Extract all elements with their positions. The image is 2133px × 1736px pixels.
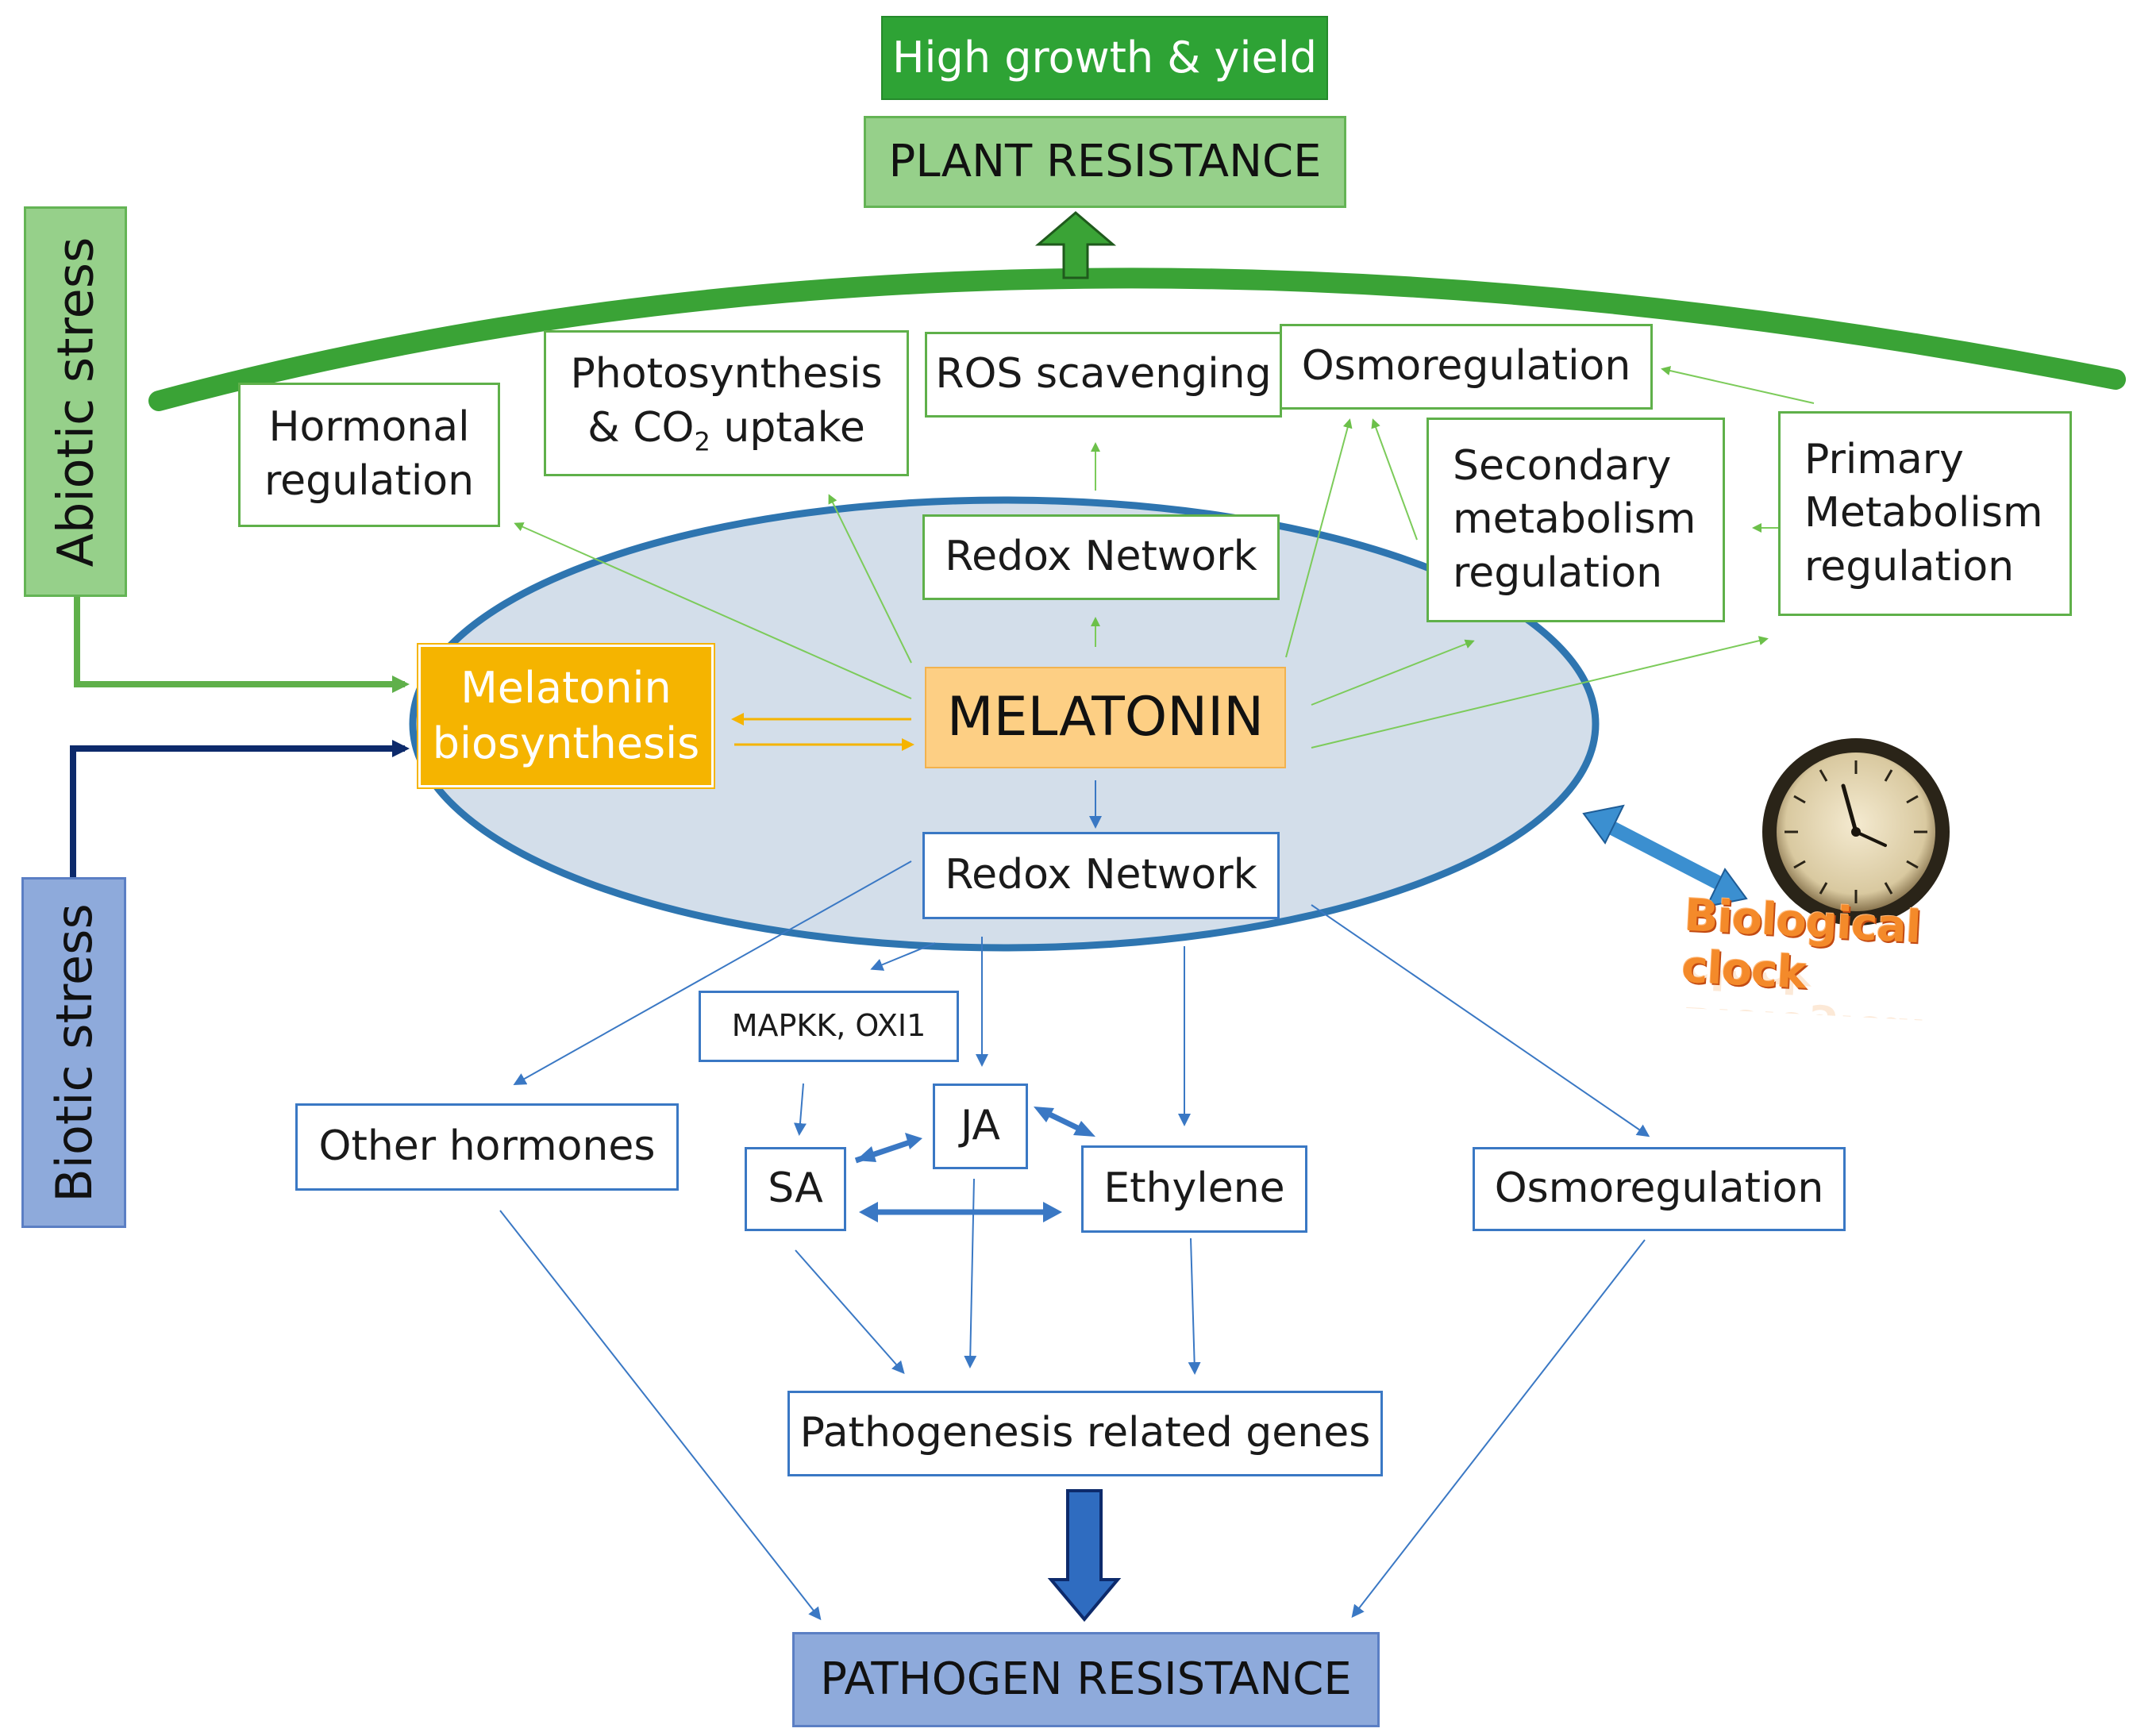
high-growth-yield-label: High growth & yield xyxy=(891,32,1318,83)
high-growth-yield-box: High growth & yield xyxy=(881,16,1328,100)
melatonin-biosynthesis-line2: biosynthesis xyxy=(432,718,700,768)
ja-label: JA xyxy=(961,1102,1000,1150)
secondary-metabolism-line3: regulation xyxy=(1453,549,1663,597)
primary-metabolism-line3: regulation xyxy=(1804,542,2015,591)
abiotic-stress-box: Abiotic stress xyxy=(24,206,127,597)
sa-box: SA xyxy=(745,1147,846,1231)
secondary-metabolism-box: Secondary metabolism regulation xyxy=(1426,418,1725,622)
secondary-metabolism-line2: metabolism xyxy=(1453,495,1696,544)
ethylene-box: Ethylene xyxy=(1081,1145,1307,1233)
osmoregulation-top-label: Osmoregulation xyxy=(1301,342,1631,391)
ros-scavenging-label: ROS scavenging xyxy=(935,350,1272,398)
redox-network-bottom-box: Redox Network xyxy=(922,832,1280,919)
abiotic-stress-label: Abiotic stress xyxy=(46,237,105,567)
melatonin-box: MELATONIN xyxy=(925,667,1286,768)
redox-network-top-label: Redox Network xyxy=(945,533,1257,581)
plant-resistance-box: PLANT RESISTANCE xyxy=(864,116,1346,208)
photosynthesis-box: Photosynthesis & CO2 uptake xyxy=(544,330,909,476)
plant-resistance-label: PLANT RESISTANCE xyxy=(888,135,1322,187)
osmoregulation-bottom-label: Osmoregulation xyxy=(1494,1164,1824,1213)
other-hormones-label: Other hormones xyxy=(318,1122,656,1171)
down-arrow xyxy=(1047,1489,1122,1622)
pathogenesis-genes-box: Pathogenesis related genes xyxy=(787,1391,1383,1476)
ethylene-label: Ethylene xyxy=(1103,1164,1285,1213)
up-arrow xyxy=(1034,211,1117,279)
biotic-stress-label: Biotic stress xyxy=(44,903,103,1203)
mapkk-oxi1-box: MAPKK, OXI1 xyxy=(699,991,959,1062)
ros-scavenging-box: ROS scavenging xyxy=(925,332,1282,418)
primary-metabolism-line1: Primary xyxy=(1804,435,1964,483)
pathogen-resistance-label: PATHOGEN RESISTANCE xyxy=(820,1653,1352,1705)
photosynthesis-line2: & CO2 uptake xyxy=(587,403,865,457)
redox-network-bottom-label: Redox Network xyxy=(945,851,1257,899)
clock-double-arrow xyxy=(1582,804,1748,908)
mapkk-oxi1-label: MAPKK, OXI1 xyxy=(731,1008,926,1044)
primary-metabolism-line2: Metabolism xyxy=(1804,489,2043,537)
hormonal-regulation-line2: regulation xyxy=(264,457,475,505)
photosynthesis-line1: Photosynthesis xyxy=(570,350,883,398)
hormonal-regulation-line1: Hormonal xyxy=(268,403,470,452)
primary-metabolism-box: Primary Metabolism regulation xyxy=(1778,411,2072,616)
redox-network-top-box: Redox Network xyxy=(922,514,1280,600)
pathogen-resistance-box: PATHOGEN RESISTANCE xyxy=(792,1632,1380,1727)
osmoregulation-top-box: Osmoregulation xyxy=(1280,324,1653,410)
melatonin-biosynthesis-line1: Melatonin xyxy=(460,662,672,713)
ja-box: JA xyxy=(933,1084,1028,1169)
hormonal-regulation-box: Hormonal regulation xyxy=(238,383,500,527)
clock-icon xyxy=(1762,738,1950,926)
secondary-metabolism-line1: Secondary xyxy=(1453,441,1672,490)
osmoregulation-bottom-box: Osmoregulation xyxy=(1473,1147,1846,1231)
melatonin-biosynthesis-box: Melatonin biosynthesis xyxy=(417,643,715,789)
other-hormones-box: Other hormones xyxy=(295,1103,679,1191)
pathogenesis-genes-label: Pathogenesis related genes xyxy=(799,1409,1371,1457)
biotic-stress-box: Biotic stress xyxy=(21,877,126,1228)
melatonin-label: MELATONIN xyxy=(946,685,1265,749)
sa-label: SA xyxy=(768,1164,823,1213)
